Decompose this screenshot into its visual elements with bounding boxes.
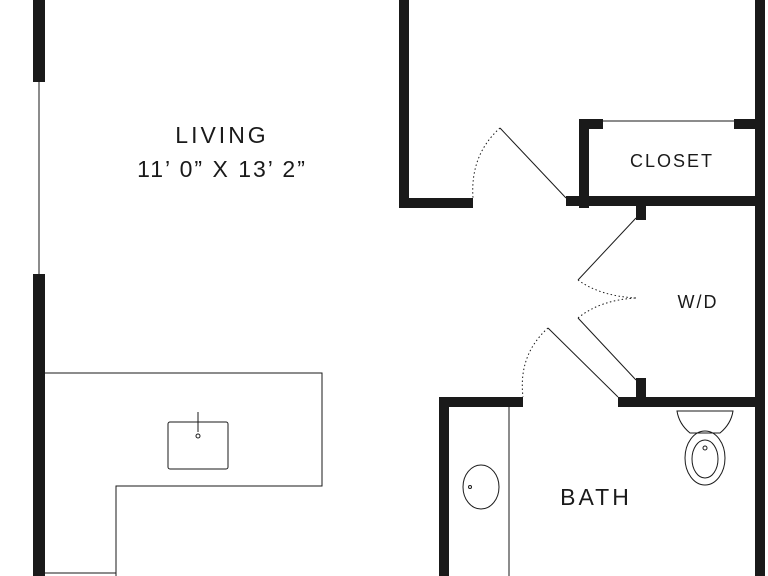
bedroom-door-leaf bbox=[499, 127, 567, 199]
right-wall-upper bbox=[755, 0, 765, 208]
wd-door-swing-top bbox=[577, 279, 637, 299]
wd-jamb-top bbox=[636, 206, 646, 220]
wd-door-leaf-bottom bbox=[577, 317, 637, 381]
bath-sink-drain bbox=[468, 485, 472, 489]
bath-top-wall-left bbox=[439, 397, 523, 407]
bath-door-swing bbox=[521, 327, 549, 398]
closet-top-right-stub bbox=[734, 119, 765, 129]
kitchen-faucet-base bbox=[195, 433, 201, 439]
right-wall-lower bbox=[755, 206, 765, 576]
bath-top-wall-right bbox=[618, 397, 765, 407]
bedroom-left-wall bbox=[399, 0, 409, 208]
living-room-name: LIVING bbox=[175, 122, 269, 148]
left-wall-lower bbox=[33, 274, 45, 576]
bedroom-door-swing bbox=[472, 127, 501, 199]
wd-jamb-bottom bbox=[636, 378, 646, 398]
toilet-seat bbox=[691, 439, 719, 479]
living-room-dimensions: 11’ 0” X 13’ 2” bbox=[137, 156, 307, 182]
wd-door-swing-bottom bbox=[577, 297, 637, 319]
closet-bottom-wall bbox=[566, 196, 765, 206]
closet-left-wall bbox=[579, 119, 589, 208]
toilet-tank bbox=[676, 410, 734, 434]
wd-label: W/D bbox=[677, 292, 719, 312]
bedroom-bottom-wall bbox=[399, 198, 473, 208]
bath-door-leaf bbox=[547, 327, 619, 398]
bath-left-wall bbox=[439, 397, 449, 576]
toilet-button bbox=[702, 445, 708, 451]
closet-top-left-stub bbox=[579, 119, 603, 129]
wd-door-leaf-top bbox=[577, 217, 637, 281]
closet-label: CLOSET bbox=[629, 151, 715, 171]
bath-label: BATH bbox=[560, 484, 632, 510]
bath-sink bbox=[462, 464, 500, 510]
left-wall-upper bbox=[33, 0, 45, 82]
toilet-bowl bbox=[684, 430, 726, 486]
kitchen-counter bbox=[45, 372, 323, 576]
